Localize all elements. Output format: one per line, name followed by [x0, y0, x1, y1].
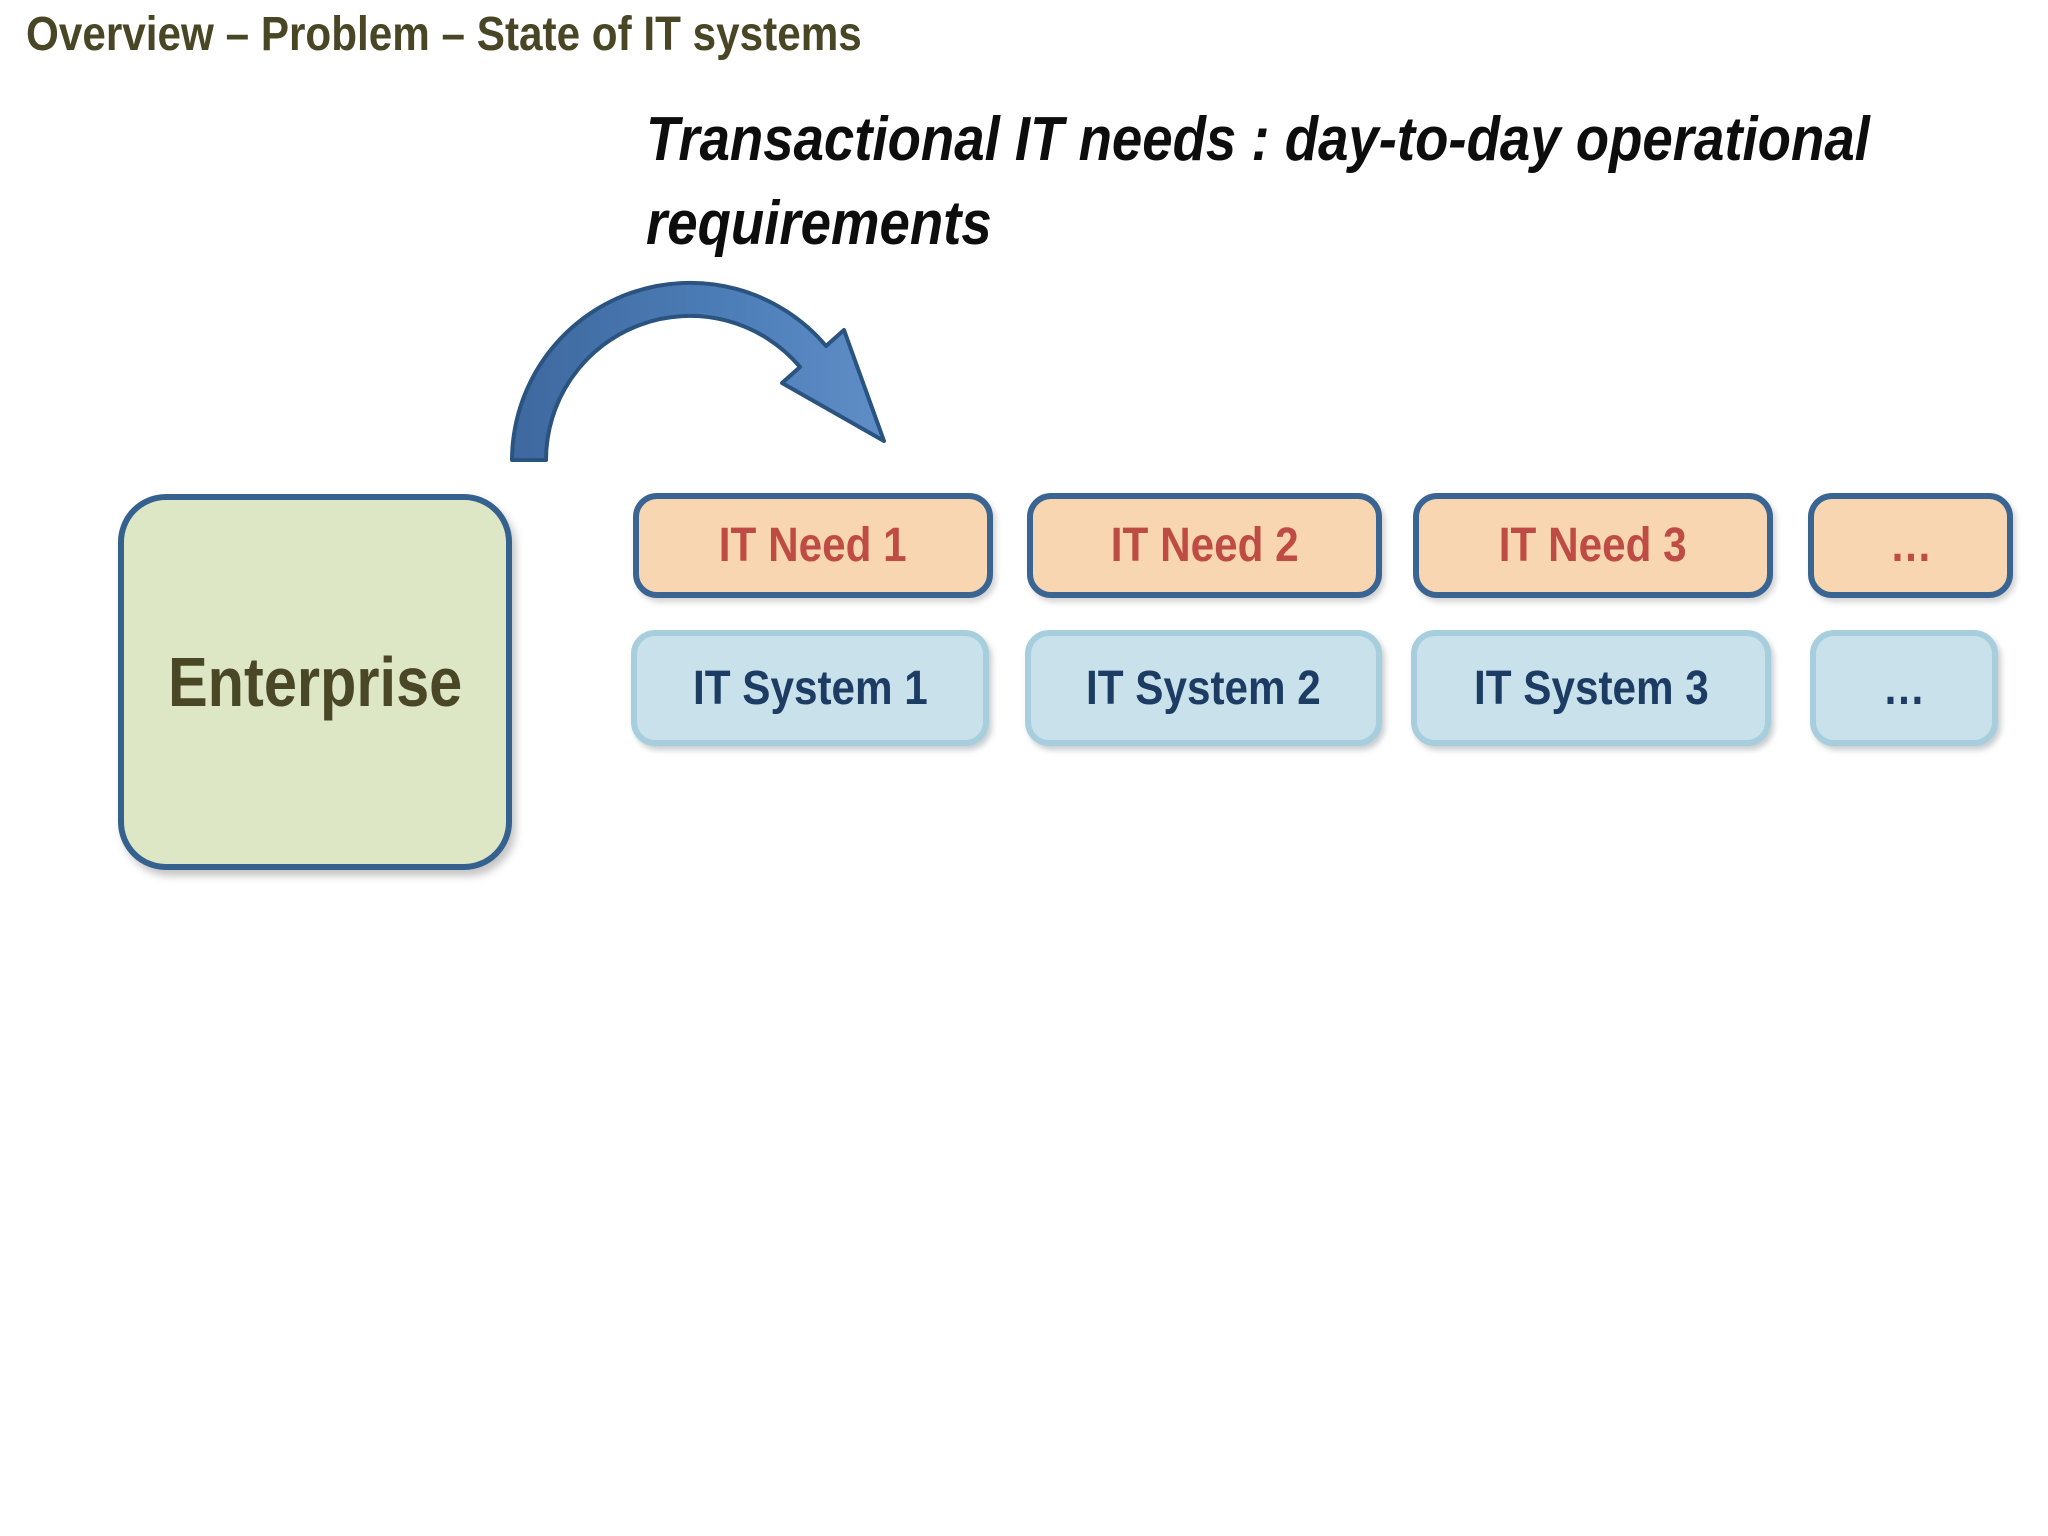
it-system-label-ellipsis: … [1882, 661, 1926, 715]
slide-title: Overview – Problem – State of IT systems [26, 8, 862, 61]
it-system-label-3: IT System 3 [1473, 661, 1709, 715]
heading-line-2: requirements [646, 189, 992, 258]
it-system-label-2: IT System 2 [1086, 661, 1321, 715]
it-need-box-ellipsis: … [1808, 493, 2013, 598]
it-need-label-3: IT Need 3 [1499, 519, 1687, 572]
it-system-box-ellipsis: … [1810, 630, 1998, 746]
it-system-label-1: IT System 1 [692, 661, 928, 715]
heading-line-1: Transactional IT needs : day-to-day oper… [646, 105, 1870, 174]
it-need-label-ellipsis: … [1889, 519, 1932, 572]
it-need-label-1: IT Need 1 [719, 519, 907, 572]
it-need-box-1: IT Need 1 [633, 493, 993, 598]
it-system-box-3: IT System 3 [1411, 630, 1771, 746]
enterprise-box: Enterprise [118, 494, 512, 870]
it-system-box-2: IT System 2 [1025, 630, 1382, 746]
it-system-box-1: IT System 1 [631, 630, 989, 746]
enterprise-label: Enterprise [167, 643, 463, 721]
heading-text: Transactional IT needs : day-to-day oper… [646, 98, 1870, 266]
it-need-box-3: IT Need 3 [1413, 493, 1773, 598]
it-need-label-2: IT Need 2 [1110, 519, 1299, 572]
it-need-box-2: IT Need 2 [1027, 493, 1382, 598]
